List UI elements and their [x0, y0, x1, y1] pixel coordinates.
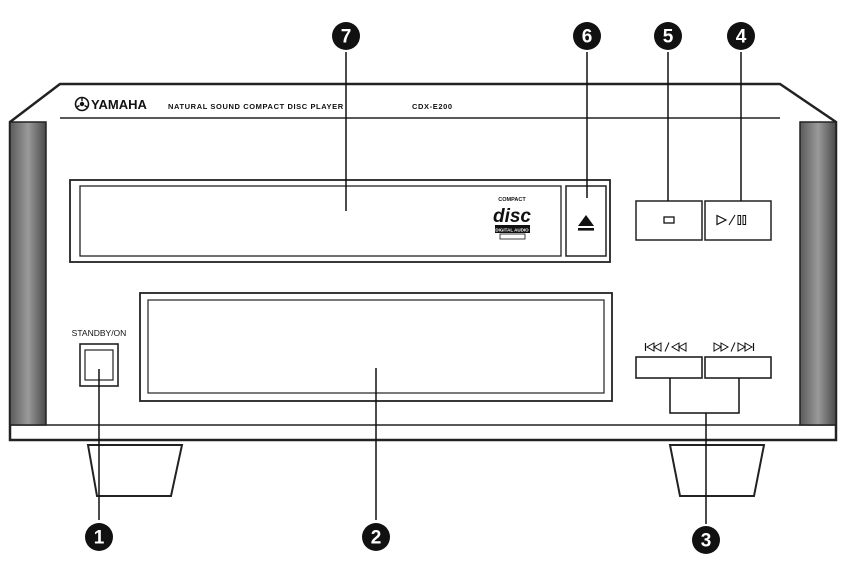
yamaha-logo-icon — [74, 96, 90, 112]
svg-text:3: 3 — [701, 531, 712, 552]
standby-on-label: STANDBY/ON — [72, 328, 127, 338]
svg-text:5: 5 — [663, 27, 674, 48]
stop-button[interactable] — [635, 200, 703, 241]
left-foot — [86, 444, 184, 497]
skip-back-search-icon — [644, 342, 687, 352]
svg-text:4: 4 — [736, 27, 747, 48]
leader-lines — [98, 52, 742, 524]
callout-3: 3 — [692, 526, 720, 554]
callout-2: 2 — [362, 523, 390, 551]
right-side-panel — [799, 121, 837, 426]
header: YAMAHA NATURAL SOUND COMPACT DISC PLAYER… — [74, 96, 453, 112]
eject-icon — [578, 215, 594, 231]
skip-forward-button[interactable] — [704, 356, 772, 379]
callout-4: 4 — [727, 22, 755, 50]
svg-text:6: 6 — [582, 27, 593, 48]
svg-text:2: 2 — [371, 528, 382, 549]
callout-1: 1 — [85, 523, 113, 551]
callout-5: 5 — [654, 22, 682, 50]
product-tagline: NATURAL SOUND COMPACT DISC PLAYER — [168, 102, 344, 111]
feet — [86, 444, 766, 497]
play-pause-button[interactable] — [704, 200, 772, 241]
stop-icon — [663, 216, 675, 224]
disc-tray: COMPACT disc DIGITAL AUDIO — [69, 179, 611, 263]
open-close-button[interactable] — [565, 185, 607, 257]
svg-text:7: 7 — [341, 27, 352, 48]
skip-back-button[interactable] — [635, 356, 703, 379]
left-side-panel — [9, 121, 47, 426]
brand-name: YAMAHA — [91, 97, 147, 112]
disc-tray-inner — [79, 185, 562, 257]
right-foot — [668, 444, 766, 497]
callout-6: 6 — [573, 22, 601, 50]
compact-disc-logo-icon: COMPACT disc DIGITAL AUDIO — [493, 197, 531, 240]
callout-7: 7 — [332, 22, 360, 50]
skip-forward-search-icon — [713, 342, 755, 352]
cd-logo-bottom: DIGITAL AUDIO — [495, 228, 529, 233]
skip-search-labels — [644, 342, 755, 352]
play-pause-icon — [716, 214, 747, 226]
model-number: CDX-E200 — [412, 102, 453, 111]
cd-logo-top: COMPACT — [498, 197, 526, 203]
cd-logo-main: disc — [493, 206, 531, 227]
svg-text:1: 1 — [94, 528, 105, 549]
